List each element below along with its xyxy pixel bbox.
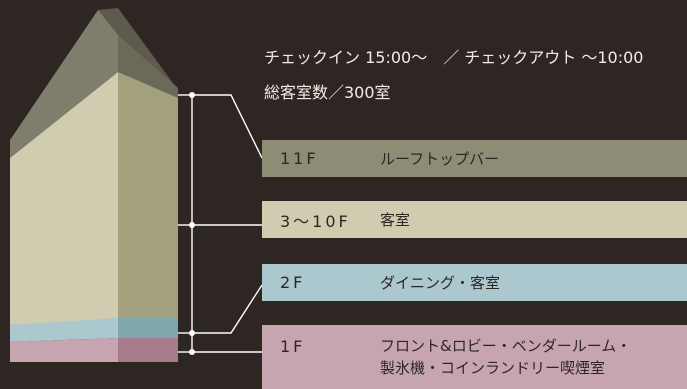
floor-name: ルーフトップバー [380, 150, 500, 168]
roof-side [118, 35, 178, 100]
floor1-front [10, 338, 118, 362]
roof-top [10, 10, 118, 158]
floor-label: 2F [280, 273, 306, 292]
floor-name: ダイニング・客室 [380, 274, 501, 292]
floor-label: 3〜10F [280, 211, 351, 231]
floor-label: 11F [280, 149, 319, 168]
floor2-front [10, 318, 118, 342]
total-rooms-text: 総客室数／300室 [264, 83, 391, 102]
floor-bar-3-10f: 3〜10F 客室 [262, 201, 687, 238]
floor2-side [118, 318, 178, 338]
floor-label: 1F [280, 337, 306, 356]
floor1-side [118, 338, 178, 362]
connector-dots [189, 92, 195, 355]
checkin-checkout-text: チェックイン 15:00〜 ／ チェックアウト 〜10:00 [264, 48, 644, 67]
floor-bar-1f: 1F フロント&ロビー・ベンダールーム・ 製氷機・コインランドリー喫煙室 [262, 325, 687, 389]
floor-bar-2f: 2F ダイニング・客室 [262, 264, 687, 301]
floor-name: フロント&ロビー・ベンダールーム・ 製氷機・コインランドリー喫煙室 [380, 335, 631, 379]
floor-name-line2: 製氷機・コインランドリー喫煙室 [380, 359, 606, 377]
floor-bar-11f: 11F ルーフトップバー [262, 140, 687, 177]
floor-name-line1: フロント&ロビー・ベンダールーム・ [380, 337, 632, 355]
floor-name: 客室 [380, 211, 411, 229]
tower-front [10, 72, 118, 325]
tower-side [118, 72, 178, 320]
